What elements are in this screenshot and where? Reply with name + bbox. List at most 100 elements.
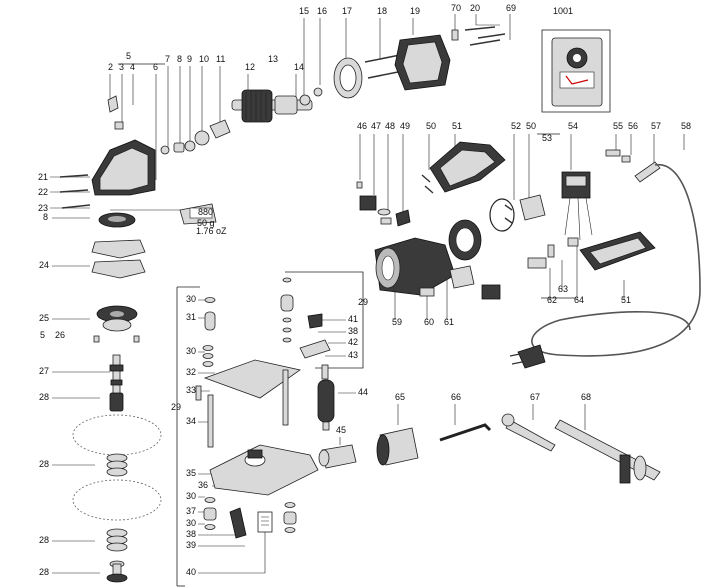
detail-box-1001 (541, 29, 611, 113)
motor-group (231, 26, 506, 123)
armature (231, 87, 323, 123)
small-parts-46-49 (356, 181, 411, 227)
ring-16 (313, 87, 323, 97)
cord-protector-57 (634, 161, 661, 183)
callout-c41: 41 (348, 314, 358, 324)
assembly-frames (118, 29, 611, 587)
callout-c67: 67 (530, 392, 540, 402)
flange-25 (96, 305, 138, 332)
rods-34 (207, 369, 289, 448)
lock-button-2 (107, 95, 119, 113)
callout-c70: 70 (451, 3, 461, 13)
callout-c36: 36 (198, 480, 208, 490)
gear-housing-face (99, 147, 149, 191)
callout-c31: 31 (186, 312, 196, 322)
callout-c20: 20 (470, 3, 480, 13)
bearing-10 (194, 130, 210, 146)
commutator (274, 95, 298, 115)
callout-c63: 63 (558, 284, 568, 294)
callout-c21: 21 (38, 172, 48, 182)
bracket-53 (519, 194, 546, 221)
callout-c19: 19 (410, 6, 420, 16)
callout-c50g: 50 g (197, 218, 215, 228)
callout-c55: 55 (613, 121, 623, 131)
callout-c50b: 50 (526, 121, 536, 131)
stator-19 (394, 34, 451, 91)
callout-c29b: 29 (171, 402, 181, 412)
adapter-45 (318, 444, 357, 469)
callout-c28b: 28 (39, 459, 49, 469)
callout-c5a: 5 (126, 51, 131, 61)
callout-c26: 26 (55, 330, 65, 340)
callout-c27: 27 (39, 366, 49, 376)
callout-c43: 43 (348, 350, 358, 360)
callout-c15: 15 (299, 6, 309, 16)
callout-c52: 52 (511, 121, 521, 131)
callout-c10: 10 (199, 54, 209, 64)
armature-core (241, 89, 273, 123)
bearing-8 (173, 142, 185, 153)
callout-c37: 37 (186, 506, 196, 516)
washers-28-lower (106, 528, 128, 552)
callout-c30d: 30 (186, 518, 196, 528)
callout-c40: 40 (186, 567, 196, 577)
callout-c8a: 8 (177, 54, 182, 64)
callout-c12: 12 (245, 62, 255, 72)
guard-assembly-29 (195, 277, 357, 539)
callout-c50a: 50 (426, 121, 436, 131)
callout-c42: 42 (348, 337, 358, 347)
callout-c30b: 30 (186, 346, 196, 356)
dust-adapter-65 (376, 427, 419, 466)
callout-c68: 68 (581, 392, 591, 402)
callout-c51b: 51 (621, 295, 631, 305)
callout-c64: 64 (574, 295, 584, 305)
accessories-group (376, 413, 661, 484)
fan-17 (333, 57, 363, 99)
pin-33 (195, 385, 202, 401)
bearing-flange-8 (98, 212, 136, 228)
callout-c62: 62 (547, 295, 557, 305)
callout-c57: 57 (651, 121, 661, 131)
gaskets-24 (91, 239, 146, 279)
parts-62-64 (527, 237, 579, 269)
washer-9 (184, 140, 196, 152)
callout-c49: 49 (400, 121, 410, 131)
callout-c54: 54 (568, 121, 578, 131)
pins-30-31 (202, 277, 294, 367)
callout-c38b: 38 (186, 529, 196, 539)
spring-43 (321, 364, 329, 380)
callout-c48: 48 (385, 121, 395, 131)
spanner-67 (501, 413, 556, 452)
callout-c65: 65 (395, 392, 405, 402)
upper-housing-51 (429, 141, 506, 193)
flange-28 (109, 392, 124, 412)
parts-61 (449, 265, 501, 300)
brush-parts-20-70-69 (451, 26, 506, 46)
callout-c16: 16 (317, 6, 327, 16)
callout-c44: 44 (358, 387, 368, 397)
callout-c23: 23 (38, 203, 48, 213)
grease-tube (179, 203, 217, 225)
label-40 (257, 511, 273, 533)
callout-c32: 32 (186, 367, 196, 377)
switch-54 (561, 171, 593, 241)
spring-3 (114, 121, 124, 130)
clamp-42 (299, 339, 331, 359)
callout-c176: 1.76 oZ (196, 226, 227, 236)
hex-key-66 (439, 423, 492, 442)
spindle-27 (109, 354, 124, 396)
washers-28-upper (106, 453, 128, 477)
callout-c69: 69 (506, 3, 516, 13)
callout-c60: 60 (424, 317, 434, 327)
field-ring-52b (448, 219, 482, 261)
callout-c14: 14 (294, 62, 304, 72)
callout-c61: 61 (444, 317, 454, 327)
clamping-nut-28 (106, 560, 128, 583)
callout-c47: 47 (371, 121, 381, 131)
callout-c18: 18 (377, 6, 387, 16)
ring-7 (160, 145, 170, 155)
gear-11 (209, 119, 231, 139)
callout-c35: 35 (186, 468, 196, 478)
